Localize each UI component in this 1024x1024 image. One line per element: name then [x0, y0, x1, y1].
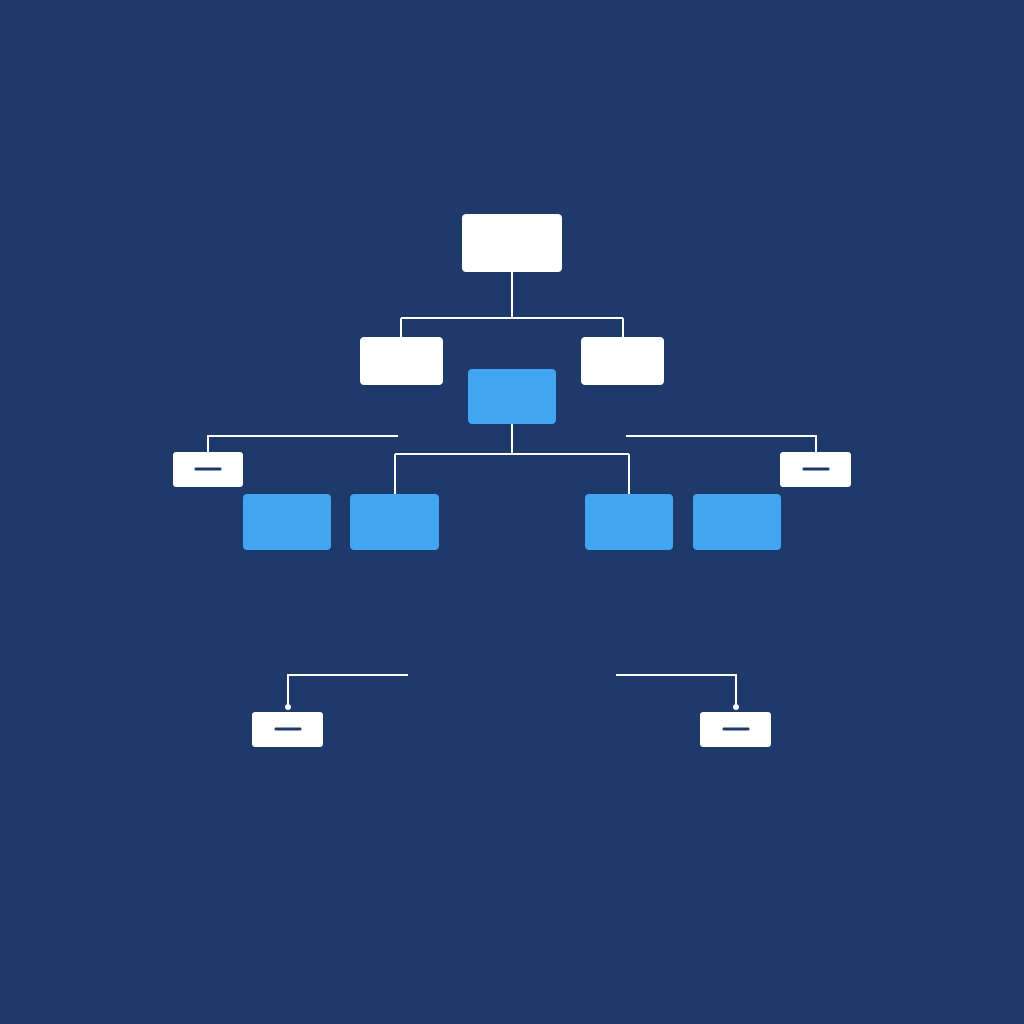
connector-side-right [626, 435, 817, 452]
node-root[interactable] [462, 214, 562, 272]
node-child-4[interactable] [693, 494, 781, 550]
node-side-left[interactable] [173, 452, 243, 487]
connector-group [207, 272, 817, 710]
node-level2-left[interactable] [360, 337, 443, 385]
node-child-2[interactable] [350, 494, 439, 550]
node-bottom-left[interactable] [252, 712, 323, 747]
connector-bottom-left [287, 674, 408, 708]
connector-bottom-right [616, 674, 737, 708]
connector-side-left [207, 435, 398, 452]
node-child-1[interactable] [243, 494, 331, 550]
node-side-right[interactable] [780, 452, 851, 487]
node-bottom-right[interactable] [700, 712, 771, 747]
connector-dot-bottom-right [733, 704, 739, 710]
node-hub[interactable] [468, 369, 556, 424]
connector-hub-to-children [394, 424, 630, 495]
connector-dot-bottom-left [285, 704, 291, 710]
connector-root-to-level2 [400, 272, 624, 338]
node-level2-right[interactable] [581, 337, 664, 385]
node-child-3[interactable] [585, 494, 673, 550]
